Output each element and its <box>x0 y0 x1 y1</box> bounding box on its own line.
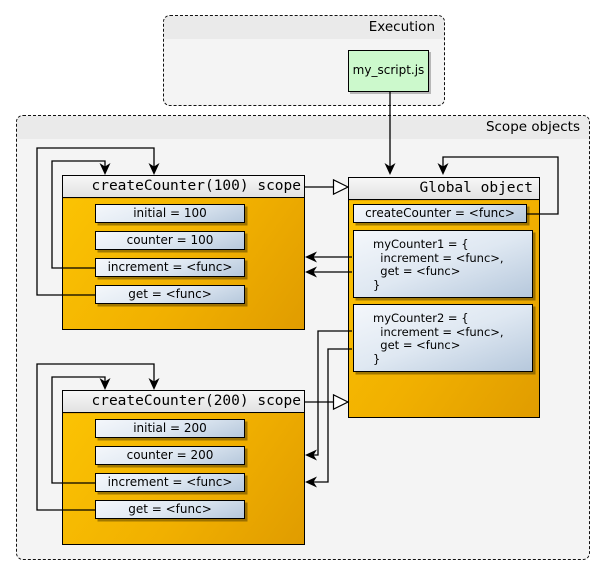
variable-mycounter1: myCounter1 = { increment = <func>, get =… <box>353 230 533 298</box>
variable-counter: counter = 100 <box>95 231 245 250</box>
variable-mycounter2: myCounter2 = { increment = <func>, get =… <box>353 304 533 372</box>
scope100-title: createCounter(100) scope <box>63 176 304 198</box>
scope200-title: createCounter(200) scope <box>63 391 304 413</box>
global-object-box: Global object createCounter = <func> myC… <box>348 177 540 418</box>
variable-increment: increment = <func> <box>95 473 245 492</box>
variable-increment: increment = <func> <box>95 258 245 277</box>
variable-get: get = <func> <box>95 285 245 304</box>
variable-counter: counter = 200 <box>95 446 245 465</box>
my-script-node: my_script.js <box>348 50 429 92</box>
scope100-box: createCounter(100) scope initial = 100 c… <box>62 175 305 330</box>
scope200-box: createCounter(200) scope initial = 200 c… <box>62 390 305 545</box>
scope-objects-panel-title: Scope objects <box>17 116 589 139</box>
execution-panel-title: Execution <box>164 16 444 39</box>
variable-initial: initial = 200 <box>95 419 245 438</box>
variable-get: get = <func> <box>95 500 245 519</box>
global-object-title: Global object <box>349 178 539 200</box>
variable-initial: initial = 100 <box>95 204 245 223</box>
variable-createcounter: createCounter = <func> <box>353 204 527 223</box>
